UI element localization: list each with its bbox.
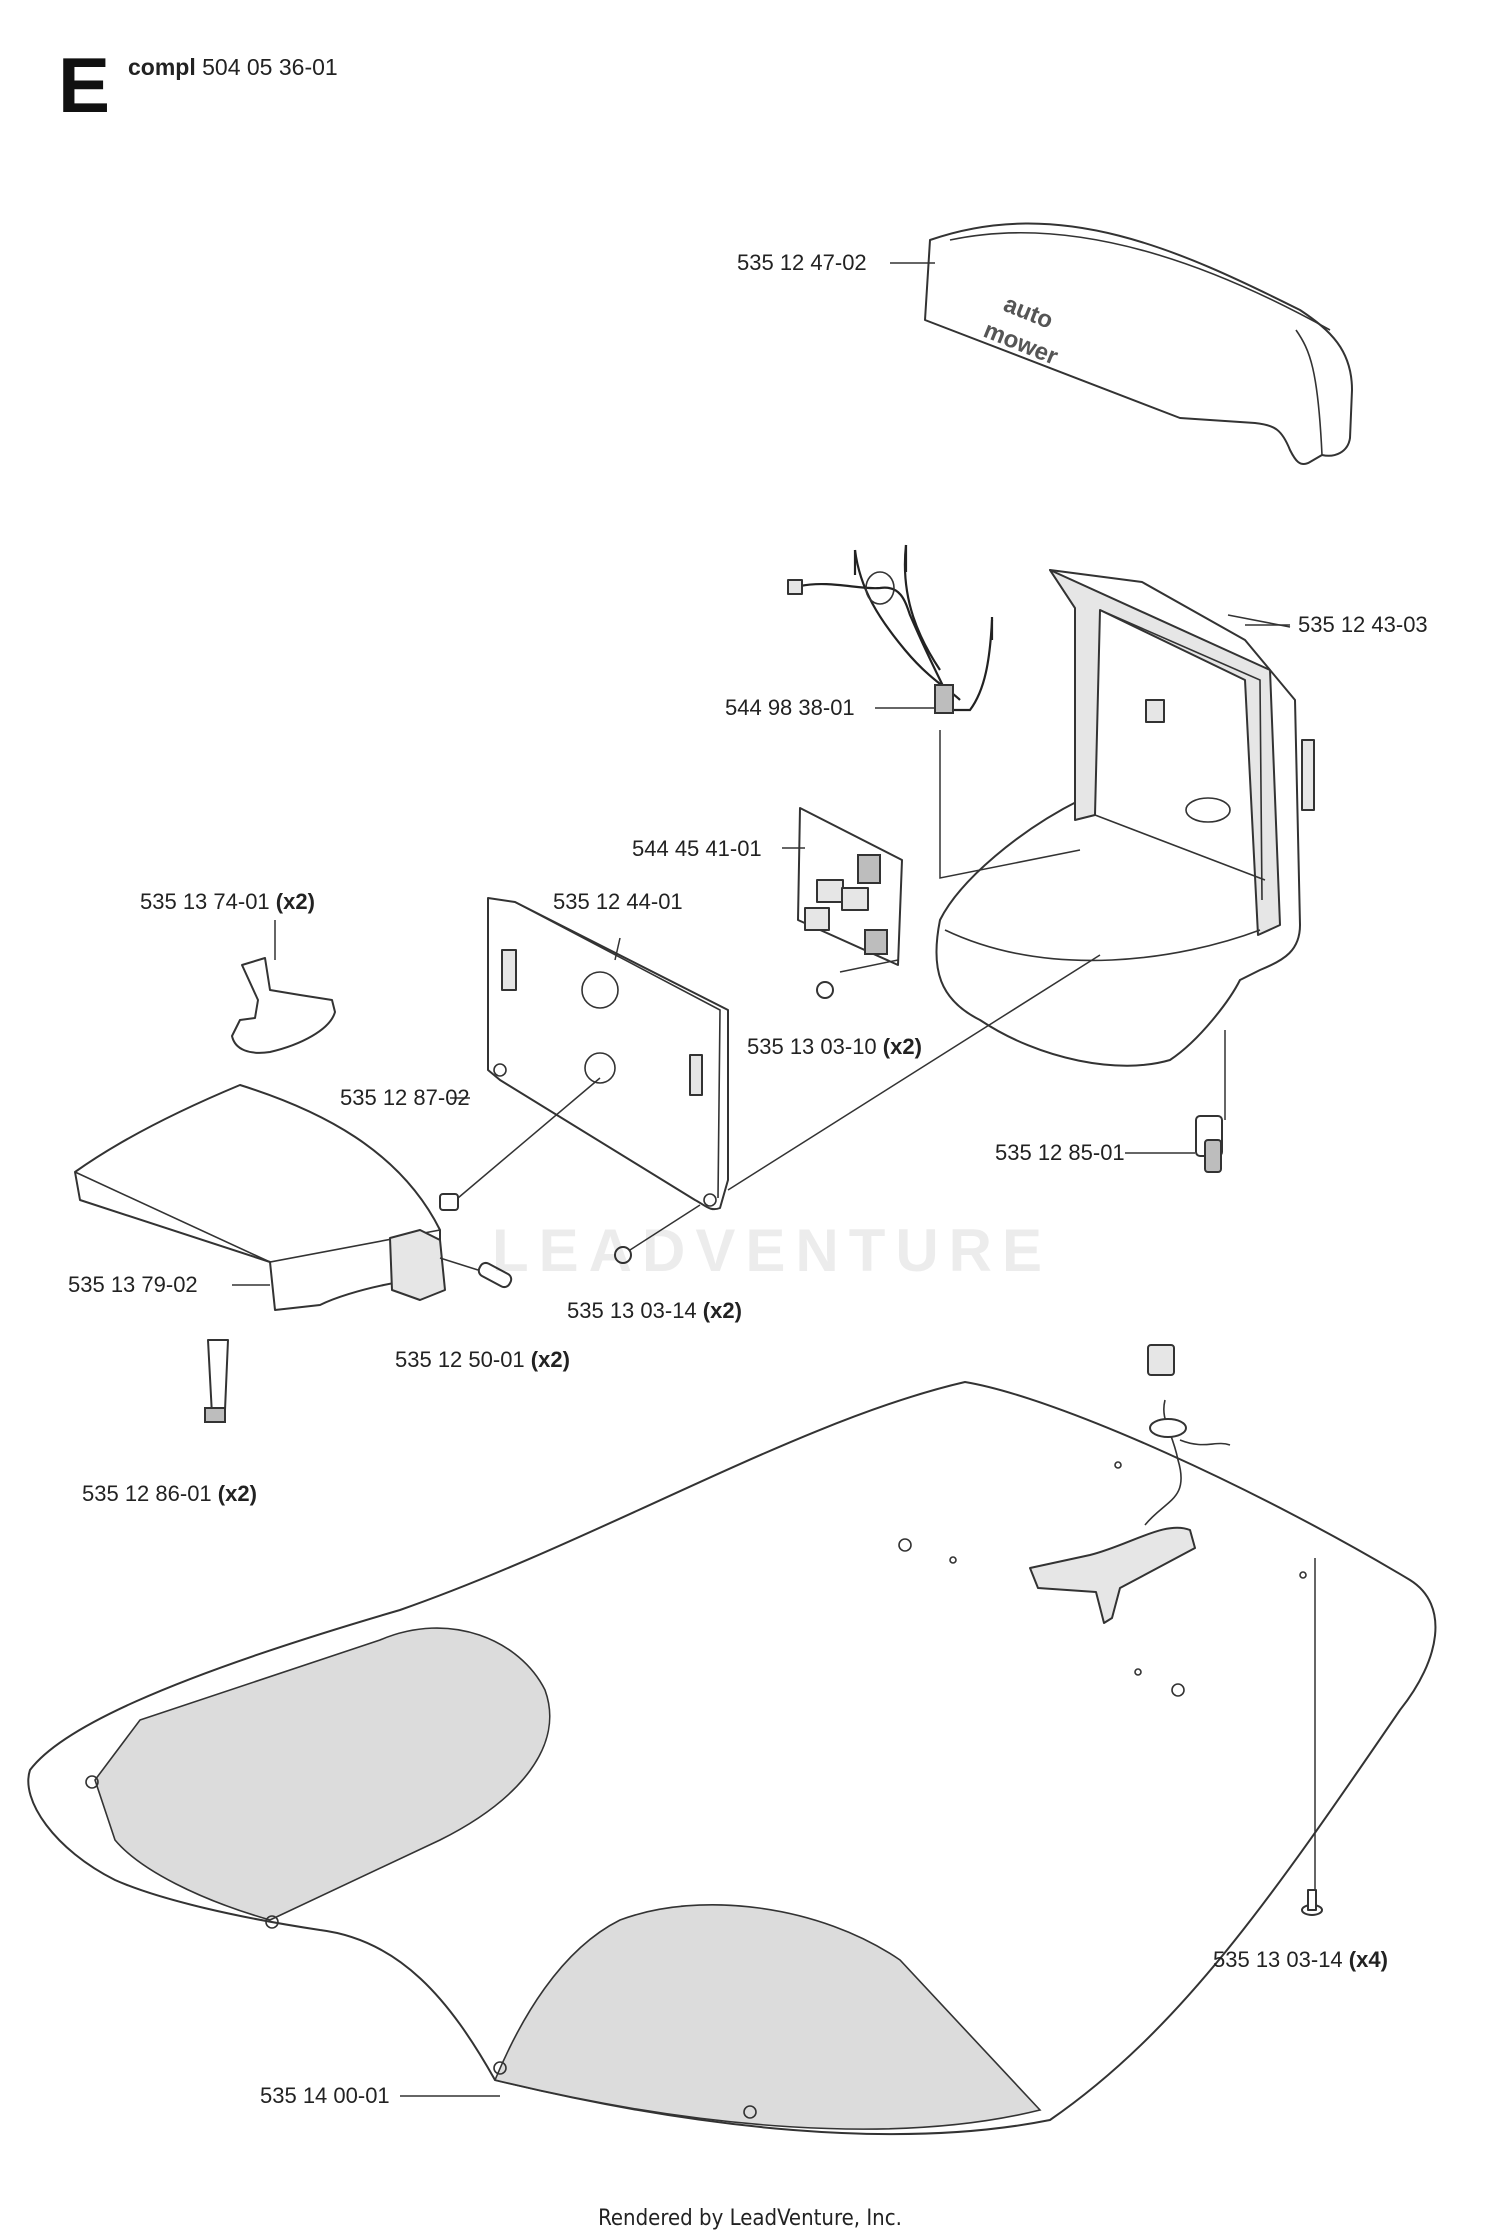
part-label-cover[interactable]: 535 12 47-02 bbox=[737, 252, 867, 274]
connector-drawing bbox=[1195, 1115, 1223, 1173]
cable-harness-drawing bbox=[787, 544, 1081, 879]
compl-number: 504 05 36-01 bbox=[202, 54, 338, 80]
part-number: 544 98 38-01 bbox=[725, 695, 855, 720]
part-qty: (x4) bbox=[1348, 1947, 1388, 1972]
part-label-base-plate[interactable]: 535 14 00-01 bbox=[260, 2085, 390, 2107]
part-label-housing[interactable]: 535 12 43-03 bbox=[1298, 614, 1428, 636]
clip-drawing bbox=[231, 920, 336, 1054]
part-label-connector[interactable]: 535 12 85-01 bbox=[995, 1142, 1125, 1164]
part-label-strap[interactable]: 535 12 86-01 (x2) bbox=[82, 1483, 257, 1505]
part-label-plate-screw[interactable]: 535 13 03-14 (x2) bbox=[567, 1300, 742, 1322]
part-label-board-screw[interactable]: 535 13 03-10 (x2) bbox=[747, 1036, 922, 1058]
part-qty: (x2) bbox=[217, 1481, 257, 1506]
part-label-pin[interactable]: 535 12 50-01 (x2) bbox=[395, 1349, 570, 1371]
part-number: 535 12 44-01 bbox=[553, 889, 683, 914]
label-leaders bbox=[400, 262, 1290, 2097]
part-label-back-plate[interactable]: 535 12 44-01 bbox=[553, 891, 683, 913]
part-label-ramp[interactable]: 535 13 79-02 bbox=[68, 1274, 198, 1296]
housing-drawing bbox=[935, 569, 1315, 1120]
part-qty: (x2) bbox=[530, 1347, 570, 1372]
footer-credit: Rendered by LeadVenture, Inc. bbox=[598, 2206, 902, 2231]
ramp-drawing bbox=[74, 1084, 446, 1311]
pin-drawing bbox=[439, 1257, 513, 1289]
base-plate-drawing bbox=[27, 1344, 1437, 2136]
part-number: 535 13 03-14 bbox=[1213, 1947, 1343, 1972]
plate-screw-drawing bbox=[614, 1204, 701, 1264]
watermark: LEADVENTURE bbox=[492, 1217, 1053, 1284]
strap-drawing bbox=[204, 1339, 229, 1423]
part-label-circuit-board[interactable]: 544 45 41-01 bbox=[632, 838, 762, 860]
part-number: 535 12 50-01 bbox=[395, 1347, 525, 1372]
part-qty: (x2) bbox=[275, 889, 315, 914]
assembly-header: compl 504 05 36-01 bbox=[128, 54, 338, 81]
part-number: 535 13 79-02 bbox=[68, 1272, 198, 1297]
section-letter: E bbox=[58, 41, 111, 129]
compl-label: compl bbox=[128, 54, 196, 80]
base-screw-drawing bbox=[1301, 1889, 1323, 1916]
part-qty: (x2) bbox=[882, 1034, 922, 1059]
part-number: 544 45 41-01 bbox=[632, 836, 762, 861]
part-number: 535 12 86-01 bbox=[82, 1481, 212, 1506]
part-number: 535 13 74-01 bbox=[140, 889, 270, 914]
part-number: 535 13 03-14 bbox=[567, 1298, 697, 1323]
part-label-cable-harness[interactable]: 544 98 38-01 bbox=[725, 697, 855, 719]
part-label-base-screw[interactable]: 535 13 03-14 (x4) bbox=[1213, 1949, 1388, 1971]
part-number: 535 12 87-02 bbox=[340, 1085, 470, 1110]
plug-drawing bbox=[439, 1077, 601, 1211]
part-label-clip[interactable]: 535 13 74-01 (x2) bbox=[140, 891, 315, 913]
circuit-board-drawing bbox=[797, 807, 903, 999]
part-number: 535 12 43-03 bbox=[1298, 612, 1428, 637]
cover-drawing: auto mower bbox=[924, 222, 1353, 466]
part-number: 535 13 03-10 bbox=[747, 1034, 877, 1059]
part-number: 535 12 85-01 bbox=[995, 1140, 1125, 1165]
back-plate-drawing bbox=[487, 897, 1101, 1211]
part-label-plug[interactable]: 535 12 87-02 bbox=[340, 1087, 470, 1109]
part-number: 535 14 00-01 bbox=[260, 2083, 390, 2108]
part-number: 535 12 47-02 bbox=[737, 250, 867, 275]
part-qty: (x2) bbox=[702, 1298, 742, 1323]
